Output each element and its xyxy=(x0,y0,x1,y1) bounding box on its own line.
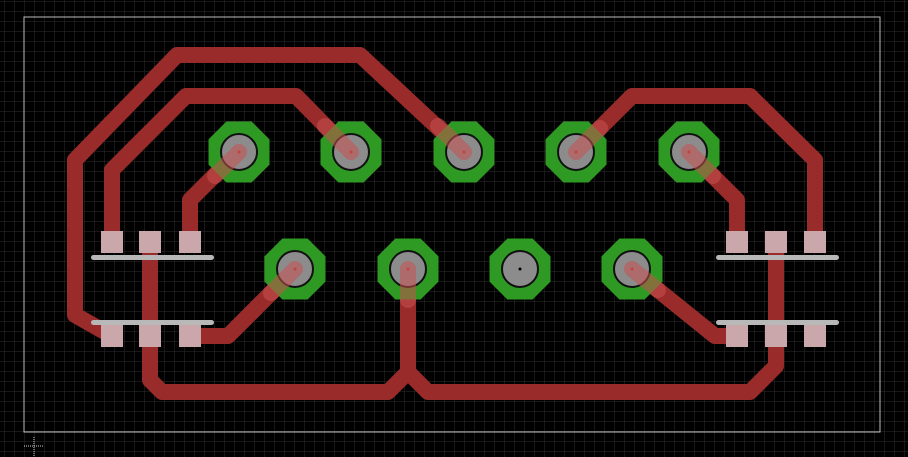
trace-segment xyxy=(568,120,608,160)
trace-overlay xyxy=(207,118,721,308)
smd-pad[interactable] xyxy=(101,231,123,253)
crosshair-icon xyxy=(24,437,44,457)
smd-pad[interactable] xyxy=(726,325,748,347)
smd-pad[interactable] xyxy=(179,231,201,253)
smd-footprint-right[interactable] xyxy=(716,231,839,347)
trace xyxy=(568,88,823,250)
smd-pad[interactable] xyxy=(101,325,123,347)
trace-segment xyxy=(317,118,359,160)
silk-line xyxy=(91,255,214,260)
smd-footprint-left[interactable] xyxy=(91,231,214,347)
smd-pad[interactable] xyxy=(765,325,787,347)
trace-segment xyxy=(681,144,721,184)
trace xyxy=(67,47,472,344)
silk-line xyxy=(91,320,214,325)
through-hole-pad[interactable] xyxy=(489,238,551,300)
board-outline xyxy=(23,16,881,433)
pad-center xyxy=(518,267,522,271)
smd-pad[interactable] xyxy=(139,231,161,253)
smd-pad[interactable] xyxy=(726,231,748,253)
silk-line xyxy=(716,320,839,325)
smd-pad[interactable] xyxy=(804,231,826,253)
smd-pad[interactable] xyxy=(179,325,201,347)
trace-segment xyxy=(207,144,247,184)
trace xyxy=(104,88,359,250)
smd-pad[interactable] xyxy=(765,231,787,253)
smd-pad[interactable] xyxy=(804,325,826,347)
silk-line xyxy=(716,255,839,260)
smd-pad[interactable] xyxy=(139,325,161,347)
trace-segment xyxy=(624,261,666,298)
trace-segment xyxy=(263,261,303,301)
trace-segment xyxy=(430,118,472,160)
through-hole-pads xyxy=(207,118,721,308)
